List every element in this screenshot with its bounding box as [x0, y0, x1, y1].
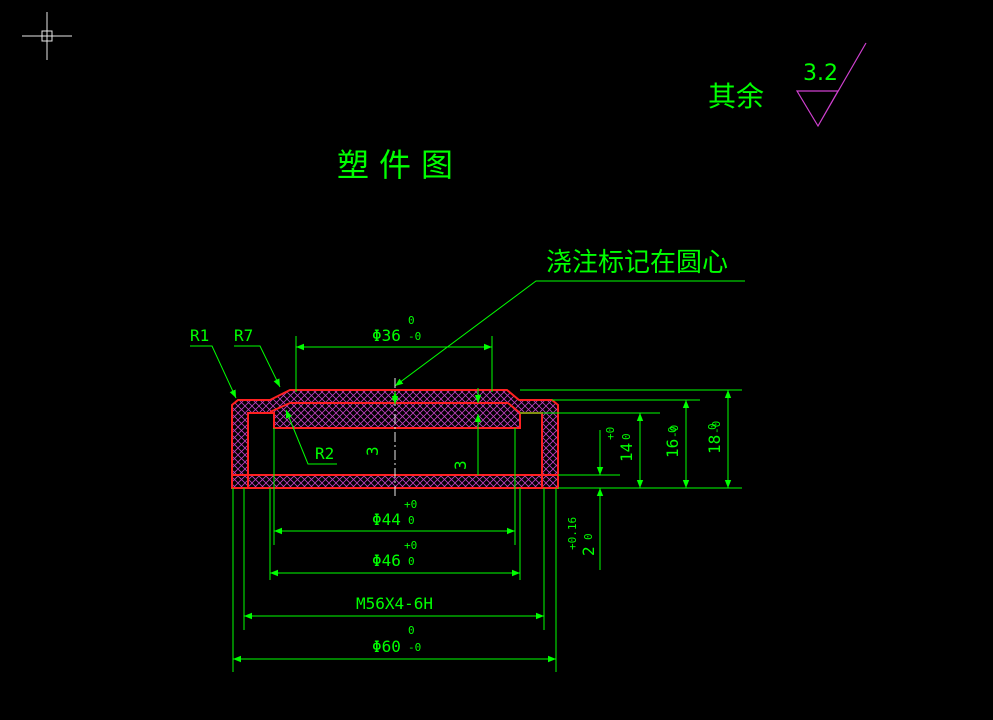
dim-heights: 14 +0 0 16 0 -0 18 0 -0 2 +0.16 0: [520, 389, 742, 570]
dim-d60-value: Φ60: [372, 637, 401, 656]
dim-d44-tol-top: +0: [404, 498, 417, 511]
dim-h18-tol-top: 0: [706, 423, 719, 430]
dim-m56-value: M56X4-6H: [356, 594, 433, 613]
dim-d36: Φ36 0 -0: [295, 314, 493, 392]
dim-h16-value: 16: [663, 439, 682, 458]
roughness-prefix: 其余: [708, 80, 764, 113]
dim-h3b-value: 3: [451, 460, 470, 470]
dim-h18-value: 18: [705, 435, 724, 454]
radius-r1: R1: [190, 326, 209, 345]
radius-labels: R1 R7 R2: [190, 326, 337, 465]
dim-d60-tol-top: 0: [408, 624, 415, 637]
dim-h16-tol-bot: -0: [668, 425, 681, 438]
dim-d36-tol-bot: -0: [408, 330, 421, 343]
radius-r7: R7: [234, 326, 253, 345]
dim-diameters: Φ44 +0 0 Φ46 +0 0 M56X4-6H Φ60 0 -0: [232, 428, 557, 672]
dim-d36-tol-top: 0: [408, 314, 415, 327]
dim-d46-value: Φ46: [372, 551, 401, 570]
dim-h16-tol-top: 0: [666, 426, 679, 433]
gate-note: 浇注标记在圆心: [394, 248, 745, 387]
part-outer-outline: [231, 389, 559, 489]
dim-h3a-value: 3: [363, 446, 382, 456]
roughness-symbol: 其余 3.2: [708, 42, 867, 128]
dim-h14-tol-top: +0: [604, 427, 617, 440]
dim-d44-tol-bot: 0: [408, 514, 415, 527]
dim-h14-tol-bot: 0: [620, 433, 633, 440]
dim-h3: 3 3: [363, 388, 482, 475]
roughness-value: 3.2: [803, 61, 838, 86]
dim-h2-tol-bot: 0: [582, 533, 595, 540]
cursor-crosshair-icon: [22, 12, 72, 60]
dim-d46-tol-bot: 0: [408, 555, 415, 568]
dim-h2-value: 2: [579, 546, 598, 556]
dim-h2-tol-top: +0.16: [566, 517, 579, 550]
dim-d36-value: Φ36: [372, 326, 401, 345]
dim-d60-tol-bot: -0: [408, 641, 421, 654]
radius-r2: R2: [315, 444, 334, 463]
gate-note-text: 浇注标记在圆心: [546, 248, 728, 278]
dim-d44-value: Φ44: [372, 510, 401, 529]
dim-d46-tol-top: +0: [404, 539, 417, 552]
dim-h14-value: 14: [617, 443, 636, 462]
drawing-title: 塑件图: [337, 146, 463, 184]
dim-h18-tol-bot: -0: [710, 421, 723, 434]
